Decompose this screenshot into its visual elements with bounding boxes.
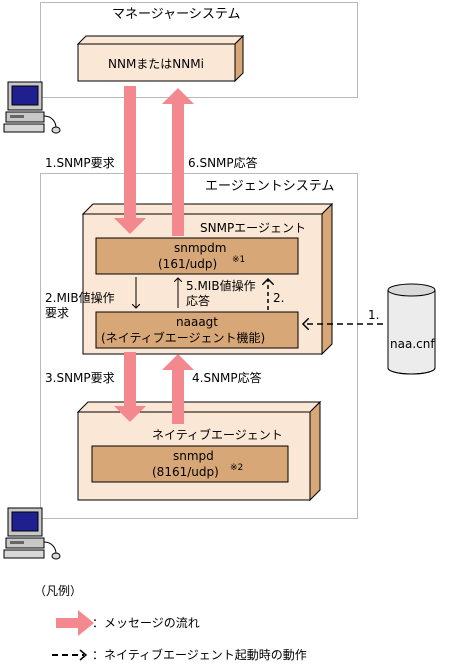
message-2-label-line2: 要求 <box>45 306 70 320</box>
snmpdm-note: ※1 <box>232 255 246 265</box>
arrow-6-snmp-response <box>162 88 194 236</box>
message-5-label-line2: 応答 <box>186 294 211 308</box>
dashed-2-label: 2. <box>273 291 285 305</box>
nnm-box <box>76 34 245 83</box>
message-arrows <box>114 86 194 424</box>
snmpdm-line2: (161/udp) <box>158 257 218 271</box>
manager-computer-icon <box>3 81 61 134</box>
message-5-label-line1: 5.MIB値操作 <box>186 279 256 293</box>
legend-message-flow-label: ：メッセージの流れ <box>92 616 200 630</box>
naaagt-box <box>95 311 299 349</box>
arrow-4-snmp-response <box>162 354 194 424</box>
naaagt-line1: naaagt <box>176 315 218 329</box>
legend-startup-action-label: ：ネイティブエージェント起動時の動作 <box>92 648 307 662</box>
legend-title: （凡例） <box>34 584 83 598</box>
snmpdm-box <box>95 237 299 275</box>
native-agent-title: ネイティブエージェント <box>152 428 283 442</box>
message-3-label: 3.SNMP要求 <box>45 371 115 385</box>
snmpd-line2: (8161/udp) <box>152 465 219 479</box>
dashed-1-label: 1. <box>368 308 380 322</box>
arrow-3-snmp-request <box>114 352 146 422</box>
snmp-agent-title: SNMPエージェント <box>200 221 306 235</box>
snmpd-note: ※2 <box>230 463 244 473</box>
message-2-label-line1: 2.MIB値操作 <box>45 291 115 305</box>
config-file-cylinder <box>387 283 436 375</box>
snmpd-line1: snmpd <box>173 449 214 463</box>
manager-system-title: マネージャーシステム <box>112 7 241 22</box>
snmpdm-line1: snmpdm <box>174 241 227 255</box>
config-file-label: naa.cnf <box>390 337 435 351</box>
snmpd-box <box>91 445 289 483</box>
naaagt-line2: (ネイティブエージェント機能) <box>101 331 266 345</box>
message-6-label: 6.SNMP応答 <box>188 156 258 170</box>
legend-pink-arrow-icon <box>56 610 94 636</box>
agent-computer-icon <box>3 507 61 560</box>
agent-system-title: エージェントシステム <box>205 179 335 194</box>
nnm-box-label: NNMまたはNNMi <box>108 57 204 71</box>
message-1-label: 1.SNMP要求 <box>45 156 115 170</box>
arrow-1-snmp-request <box>114 86 146 234</box>
native-agent-box <box>76 400 322 502</box>
snmp-agent-box <box>81 202 334 356</box>
message-4-label: 4.SNMP応答 <box>192 371 262 385</box>
